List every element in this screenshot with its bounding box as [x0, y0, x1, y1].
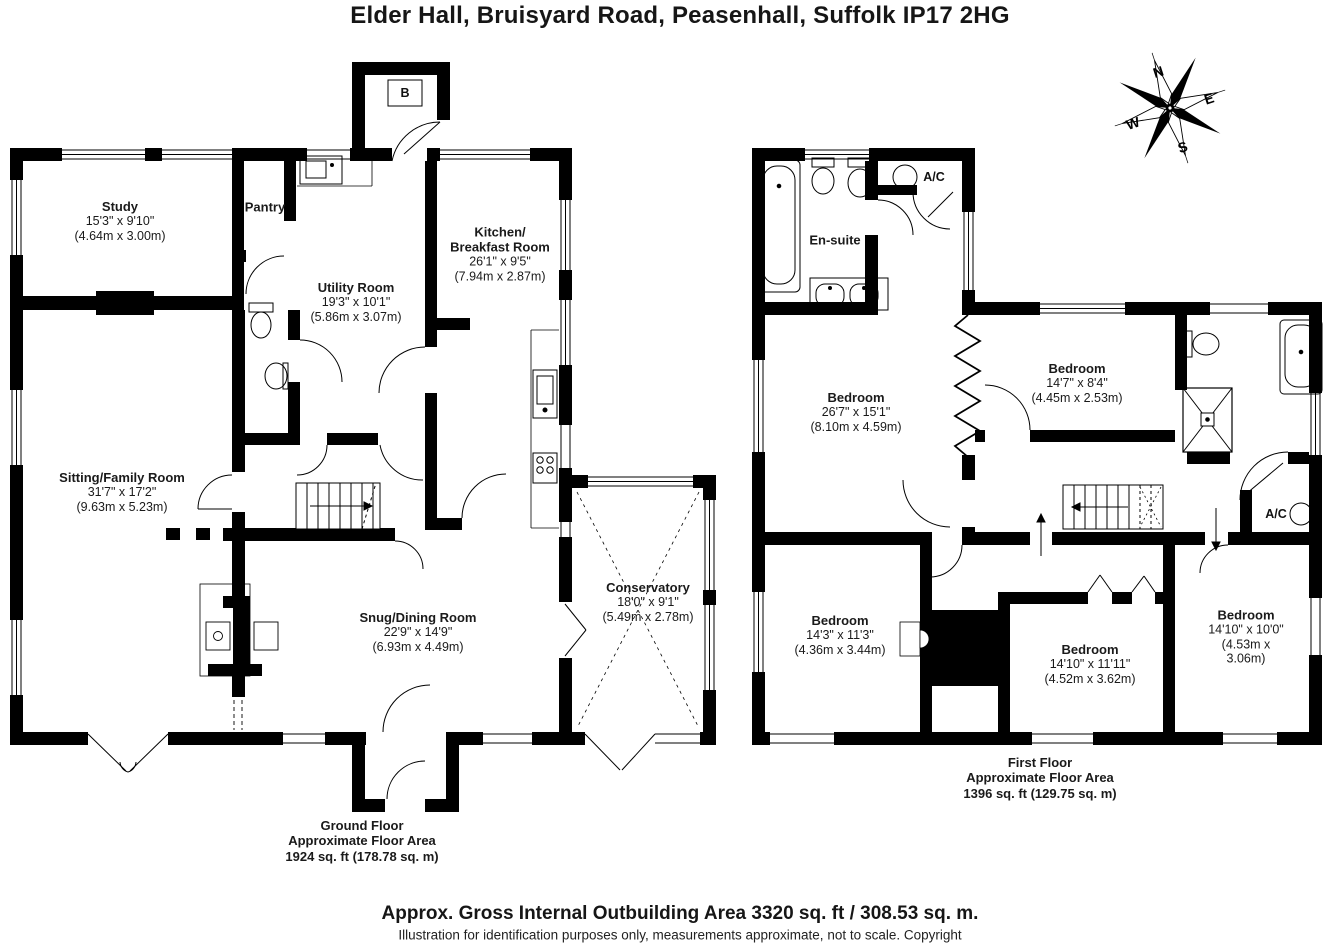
compass-west-label: W — [1124, 113, 1142, 133]
room-label-bedroom-5: Bedroom 14'10" x 10'0" (4.53m x 3.06m) — [1201, 608, 1291, 667]
floor-name: First Floor — [1007, 755, 1073, 771]
room-label-utility-room: Utility Room 19'3" x 10'1" (5.86m x 3.07… — [310, 280, 401, 324]
first-floor-doors — [877, 191, 1289, 593]
room-dim-metric: (4.52m x 3.62m) — [1044, 671, 1136, 686]
room-label-sitting-family-room: Sitting/Family Room 31'7" x 17'2" (9.63m… — [59, 470, 185, 514]
outbuilding-area-text: Approx. Gross Internal Outbuilding Area … — [381, 903, 979, 924]
ground-floor-windows — [10, 148, 716, 745]
room-dim-imperial: 22'9" x 14'9" — [383, 625, 453, 640]
boiler-label: B — [400, 86, 410, 100]
floor-name: Ground Floor — [320, 818, 404, 834]
room-name: Utility Room — [317, 279, 395, 295]
room-label-bedroom-3: Bedroom 14'3" x 11'3" (4.36m x 3.44m) — [794, 613, 885, 657]
room-dim-imperial: 26'1" x 9'5" — [469, 254, 531, 269]
room-label-bedroom-1: Bedroom 26'7" x 15'1" (8.10m x 4.59m) — [810, 390, 901, 434]
room-label-pantry: Pantry — [245, 199, 285, 214]
room-dim-metric: (4.53m x 3.06m) — [1221, 637, 1271, 666]
page-title: Elder Hall, Bruisyard Road, Peasenhall, … — [350, 2, 1010, 29]
ac-label-top: A/C — [923, 170, 945, 184]
room-dim-metric: (4.64m x 3.00m) — [74, 228, 166, 243]
compass-south-label: S — [1176, 138, 1190, 156]
room-name: Snug/Dining Room — [359, 609, 477, 625]
ground-floor-doors — [87, 121, 656, 800]
room-dim-metric: (5.49m x 2.78m) — [602, 609, 694, 624]
room-dim-metric: (6.93m x 4.49m) — [372, 639, 464, 654]
room-name: Study — [101, 198, 139, 214]
room-name: Pantry — [244, 199, 286, 215]
compass-rose-icon: N E S W — [1114, 52, 1226, 164]
room-dim-imperial: 14'3" x 11'3" — [806, 628, 874, 643]
room-dim-imperial: 14'10" x 11'11" — [1049, 657, 1131, 672]
room-name: Conservatory — [606, 579, 690, 595]
room-label-bedroom-2: Bedroom 14'7" x 8'4" (4.45m x 2.53m) — [1031, 361, 1122, 405]
floor-area-value: 1396 sq. ft (129.75 sq. m) — [963, 785, 1117, 801]
room-dim-imperial: 19'3" x 10'1" — [321, 295, 391, 310]
first-floor-fixtures — [757, 157, 1323, 556]
room-dim-imperial: 31'7" x 17'2" — [87, 485, 157, 500]
room-dim-metric: (4.45m x 2.53m) — [1031, 390, 1123, 405]
room-dim-metric: (8.10m x 4.59m) — [810, 419, 902, 434]
first-floor-wardrobe-zigzag — [953, 314, 982, 458]
room-name: Bedroom — [1048, 360, 1106, 376]
room-name: Bedroom — [827, 389, 885, 405]
floor-area-label: Approximate Floor Area — [966, 770, 1114, 786]
room-name: Bedroom — [1061, 641, 1119, 657]
room-name: Bedroom — [811, 612, 869, 628]
compass-east-label: E — [1202, 89, 1216, 107]
ac-label-bottom: A/C — [1265, 507, 1287, 521]
room-dim-metric: (7.94m x 2.87m) — [454, 269, 546, 284]
ground-floor-plan — [10, 62, 716, 812]
room-dim-imperial: 15'3" x 9'10" — [85, 214, 155, 229]
disclaimer-text: Illustration for identification purposes… — [398, 927, 962, 943]
room-name: En-suite — [809, 232, 861, 248]
floor-area-label: Approximate Floor Area — [288, 833, 436, 849]
room-dim-metric: (4.36m x 3.44m) — [794, 642, 886, 657]
room-label-kitchen-breakfast-room: Kitchen/ Breakfast Room 26'1" x 9'5" (7.… — [450, 224, 550, 283]
first-floor-caption: First Floor Approximate Floor Area 1396 … — [963, 755, 1116, 801]
floor-area-value: 1924 sq. ft (178.78 sq. m) — [285, 848, 439, 864]
room-label-study: Study 15'3" x 9'10" (4.64m x 3.00m) — [74, 199, 165, 243]
ground-floor-caption: Ground Floor Approximate Floor Area 1924… — [285, 818, 438, 864]
room-dim-imperial: 26'7" x 15'1" — [821, 405, 891, 420]
room-dim-metric: (5.86m x 3.07m) — [310, 309, 402, 324]
room-name: Bedroom — [1217, 607, 1275, 623]
room-dim-metric: (9.63m x 5.23m) — [76, 499, 168, 514]
room-label-en-suite: En-suite — [809, 232, 860, 247]
room-label-snug-dining-room: Snug/Dining Room 22'9" x 14'9" (6.93m x … — [360, 610, 477, 654]
room-name: Sitting/Family Room — [59, 469, 185, 485]
room-dim-imperial: 14'10" x 10'0" — [1208, 622, 1284, 637]
room-label-conservatory: Conservatory 18'0" x 9'1" (5.49m x 2.78m… — [602, 580, 693, 624]
first-floor-windows — [752, 148, 1322, 745]
room-name: Kitchen/ Breakfast Room — [450, 224, 550, 255]
compass-north-label: N — [1151, 63, 1166, 81]
ground-floor-fixtures — [233, 155, 700, 730]
room-dim-imperial: 14'7" x 8'4" — [1046, 376, 1108, 391]
room-dim-imperial: 18'0" x 9'1" — [617, 595, 679, 610]
room-label-bedroom-4: Bedroom 14'10" x 11'11" (4.52m x 3.62m) — [1044, 642, 1135, 686]
